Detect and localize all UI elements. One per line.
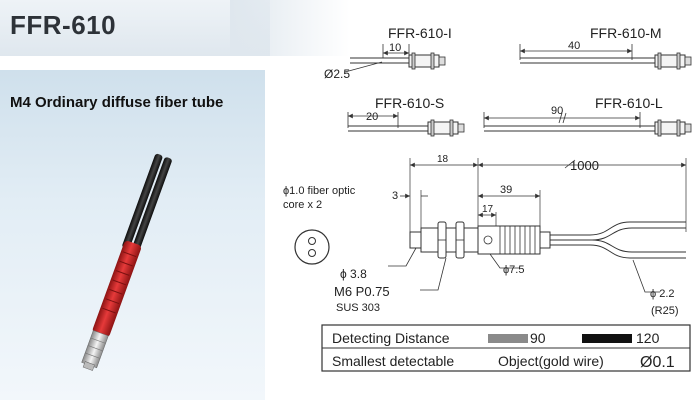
header-fade xyxy=(230,0,350,56)
main-drawing: 18 1000 39 17 3 xyxy=(283,154,687,317)
red-sleeve xyxy=(92,240,141,337)
model-m-drawing: FFR-610-M 40 xyxy=(519,25,692,70)
core-label-2: core x 2 xyxy=(283,199,322,211)
dia-2-2: ϕ 2.2 xyxy=(650,288,675,300)
fiber-core-1 xyxy=(308,237,316,245)
core-label-1: ϕ1.0 fiber optic xyxy=(283,185,356,197)
dim-39: 39 xyxy=(500,184,512,196)
model-m-dim: 40 xyxy=(568,40,580,52)
fiber-sensor-photo xyxy=(81,153,172,371)
model-s-name: FFR-610-S xyxy=(375,95,444,111)
model-i-dia: Ø2.5 xyxy=(324,67,350,81)
smallest-detectable-object: Object(gold wire) xyxy=(498,353,604,369)
bar-black xyxy=(582,334,632,343)
model-s-drawing: FFR-610-S 20 xyxy=(347,95,465,137)
bar-grey xyxy=(488,334,528,343)
dia-3-8: ϕ 3.8 xyxy=(340,267,367,281)
probe-tip xyxy=(409,231,422,249)
dim-18: 18 xyxy=(437,154,449,165)
dim-17: 17 xyxy=(482,204,494,215)
dia-7-5: ϕ7.5 xyxy=(503,264,524,276)
model-s-dim: 20 xyxy=(366,111,378,123)
dim-1000: 1000 xyxy=(570,158,599,173)
ribbed-sleeve xyxy=(477,225,541,255)
bend-radius: (R25) xyxy=(651,305,679,317)
detecting-distance-label: Detecting Distance xyxy=(332,330,450,346)
model-i-dim: 10 xyxy=(389,42,401,54)
model-i-drawing: FFR-610-I 10 Ø2.5 xyxy=(324,25,452,81)
material: SUS 303 xyxy=(336,302,380,314)
fiber-cable-1 xyxy=(122,153,163,249)
model-l-drawing: FFR-610-L 90 xyxy=(483,95,692,137)
fiber-core-2 xyxy=(308,249,316,257)
thread-spec: M6 P0.75 xyxy=(334,284,390,299)
smallest-detectable-label: Smallest detectable xyxy=(332,353,454,369)
model-m-name: FFR-610-M xyxy=(590,25,662,41)
product-title: FFR-610 xyxy=(10,10,117,40)
detecting-distance-120: 120 xyxy=(636,330,660,346)
model-l-dim: 90 xyxy=(551,105,563,117)
model-l-name: FFR-610-L xyxy=(595,95,663,111)
header-band xyxy=(0,0,270,56)
detecting-distance-90: 90 xyxy=(530,330,546,346)
spec-table: Detecting Distance 90 120 Smallest detec… xyxy=(321,324,691,372)
dim-3: 3 xyxy=(392,190,398,202)
fiber-cable-2 xyxy=(131,157,172,253)
smallest-detectable-value: Ø0.1 xyxy=(640,354,675,371)
model-i-name: FFR-610-I xyxy=(388,25,452,41)
thread-body xyxy=(420,227,479,253)
fiber-core-section xyxy=(294,229,330,265)
product-subtitle: M4 Ordinary diffuse fiber tube xyxy=(10,94,224,111)
